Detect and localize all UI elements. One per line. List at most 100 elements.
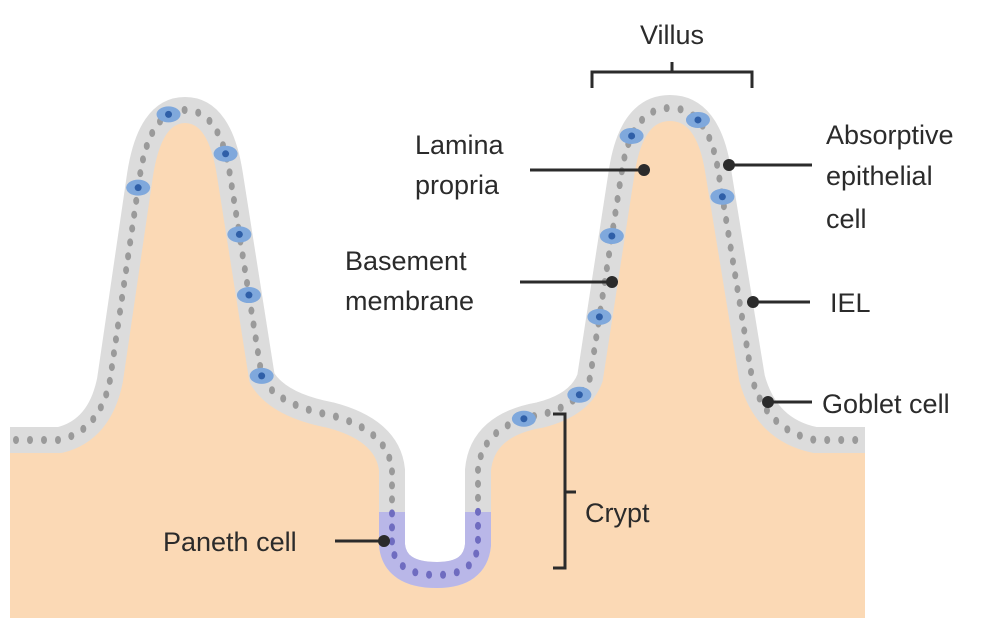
cell-nucleus — [253, 334, 259, 342]
iel-dot — [747, 296, 759, 308]
cell-nucleus — [231, 196, 237, 204]
iel-label: IEL — [830, 288, 871, 318]
cell-nucleus — [664, 104, 670, 112]
cell-nucleus — [119, 294, 125, 302]
cell-nucleus — [121, 280, 127, 288]
cell-nucleus — [615, 195, 621, 203]
cell-nucleus — [589, 361, 595, 369]
cell-nucleus — [810, 436, 816, 444]
cell-nucleus — [103, 390, 109, 398]
goblet-nucleus — [694, 116, 701, 123]
cell-nucleus — [182, 106, 188, 114]
lamina-propria-label: Lamina — [415, 130, 505, 160]
cell-nucleus — [255, 348, 261, 356]
cell-nucleus — [748, 368, 754, 376]
cell-nucleus — [90, 415, 96, 423]
cell-nucleus — [359, 423, 365, 431]
absorptive-label-3: cell — [826, 204, 867, 234]
goblet-nucleus — [596, 313, 603, 320]
cell-nucleus — [242, 265, 248, 273]
absorptive-label-2: epithelial — [826, 161, 933, 191]
paneth-label: Paneth cell — [163, 527, 297, 557]
cell-nucleus — [426, 571, 432, 579]
cell-nucleus — [144, 142, 150, 150]
cell-nucleus — [248, 307, 254, 315]
cell-nucleus — [593, 333, 599, 341]
cell-nucleus — [280, 395, 286, 403]
cell-nucleus — [127, 238, 133, 246]
cell-nucleus — [587, 375, 593, 383]
cell-nucleus — [591, 347, 597, 355]
cell-nucleus — [115, 322, 121, 330]
cell-nucleus — [737, 299, 743, 307]
cell-nucleus — [319, 409, 325, 417]
goblet-nucleus — [576, 391, 583, 398]
cell-nucleus — [269, 386, 275, 394]
cell-nucleus — [370, 431, 376, 439]
cell-nucleus — [333, 413, 339, 421]
cell-nucleus — [732, 271, 738, 279]
cell-nucleus — [606, 250, 612, 258]
cell-nucleus — [716, 175, 722, 183]
paneth-dot — [378, 535, 390, 547]
cell-nucleus — [389, 523, 395, 531]
cell-nucleus — [475, 466, 481, 474]
cell-nucleus — [389, 467, 395, 475]
cell-nucleus — [140, 155, 146, 163]
cell-nucleus — [113, 335, 119, 343]
cell-nucleus — [346, 417, 352, 425]
cell-nucleus — [473, 550, 479, 558]
cell-nucleus — [678, 105, 684, 113]
cell-nucleus — [68, 432, 74, 440]
cell-nucleus — [617, 181, 623, 189]
cell-nucleus — [475, 522, 481, 530]
cell-nucleus — [757, 394, 763, 402]
cell-nucleus — [824, 436, 830, 444]
cell-nucleus — [784, 425, 790, 433]
cell-nucleus — [739, 313, 745, 321]
cell-nucleus — [730, 257, 736, 265]
cell-nucleus — [125, 252, 131, 260]
cell-nucleus — [838, 436, 844, 444]
cell-nucleus — [149, 129, 155, 137]
cell-nucleus — [639, 116, 645, 124]
cell-nucleus — [475, 480, 481, 488]
cell-nucleus — [751, 382, 757, 390]
goblet-nucleus — [245, 292, 252, 299]
cell-nucleus — [475, 508, 481, 516]
cell-nucleus — [123, 266, 129, 274]
cell-nucleus — [706, 134, 712, 142]
cell-nucleus — [386, 454, 392, 462]
cell-nucleus — [240, 251, 246, 259]
cell-nucleus — [728, 244, 734, 252]
cell-nucleus — [293, 401, 299, 409]
cell-nucleus — [80, 425, 86, 433]
cell-nucleus — [723, 216, 729, 224]
cell-nucleus — [558, 404, 564, 412]
cell-nucleus — [41, 436, 47, 444]
cell-nucleus — [389, 481, 395, 489]
cell-nucleus — [475, 494, 481, 502]
goblet-nucleus — [258, 372, 265, 379]
cell-nucleus — [475, 536, 481, 544]
cell-nucleus — [604, 264, 610, 272]
cell-nucleus — [852, 436, 858, 444]
cell-nucleus — [195, 109, 201, 117]
cell-nucleus — [13, 436, 19, 444]
cell-nucleus — [412, 568, 418, 576]
basement-membrane-label-2: membrane — [345, 286, 474, 316]
cell-nucleus — [493, 429, 499, 437]
cell-nucleus — [111, 349, 117, 357]
cell-nucleus — [251, 320, 257, 328]
lamina-propria-label-2: propria — [415, 170, 500, 200]
basement-membrane-label: Basement — [345, 246, 467, 276]
cell-nucleus — [380, 441, 386, 449]
goblet-nucleus — [628, 132, 635, 139]
goblet-nucleus — [608, 233, 615, 240]
cell-nucleus — [133, 197, 139, 205]
cell-nucleus — [466, 561, 472, 569]
cell-nucleus — [400, 562, 406, 570]
cell-nucleus — [545, 409, 551, 417]
villus-label: Villus — [640, 20, 704, 50]
basement-membrane-dot — [606, 276, 618, 288]
